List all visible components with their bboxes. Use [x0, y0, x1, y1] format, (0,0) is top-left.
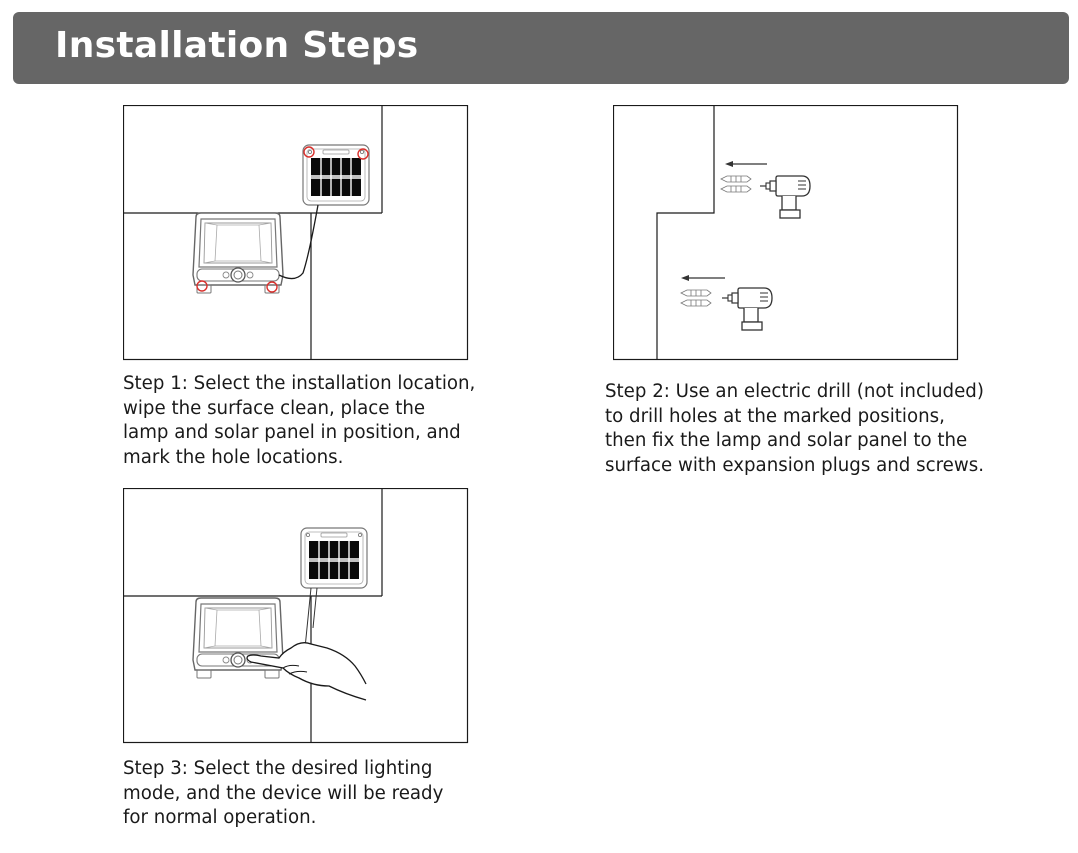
step-3-illustration — [123, 488, 469, 744]
caption-line: Step 1: Select the installation location… — [123, 373, 476, 394]
caption-line: mark the hole locations. — [123, 446, 344, 468]
step-3-caption: Step 3: Select the desired lighting mode… — [123, 757, 443, 831]
caption-line: to drill holes at the marked positions, — [605, 405, 945, 427]
caption-line: surface with expansion plugs and screws. — [605, 454, 984, 476]
caption-line: wipe the surface clean, place the — [123, 397, 426, 419]
caption-line: mode, and the device will be ready — [123, 782, 444, 804]
step-1-caption: Step 1: Select the installation location… — [123, 372, 475, 470]
step-1-illustration — [123, 105, 469, 361]
step-2-illustration — [613, 105, 959, 361]
page-header: Installation Steps — [13, 12, 1069, 84]
page-title: Installation Steps — [55, 25, 419, 66]
caption-line: lamp and solar panel in position, and — [123, 422, 461, 443]
caption-line: for normal operation. — [123, 807, 317, 828]
caption-line: Step 3: Select the desired lighting — [123, 758, 433, 779]
step-2-caption: Step 2: Use an electric drill (not inclu… — [605, 380, 984, 478]
caption-line: then fix the lamp and solar panel to the — [605, 430, 968, 451]
caption-line: Step 2: Use an electric drill (not inclu… — [605, 381, 984, 402]
